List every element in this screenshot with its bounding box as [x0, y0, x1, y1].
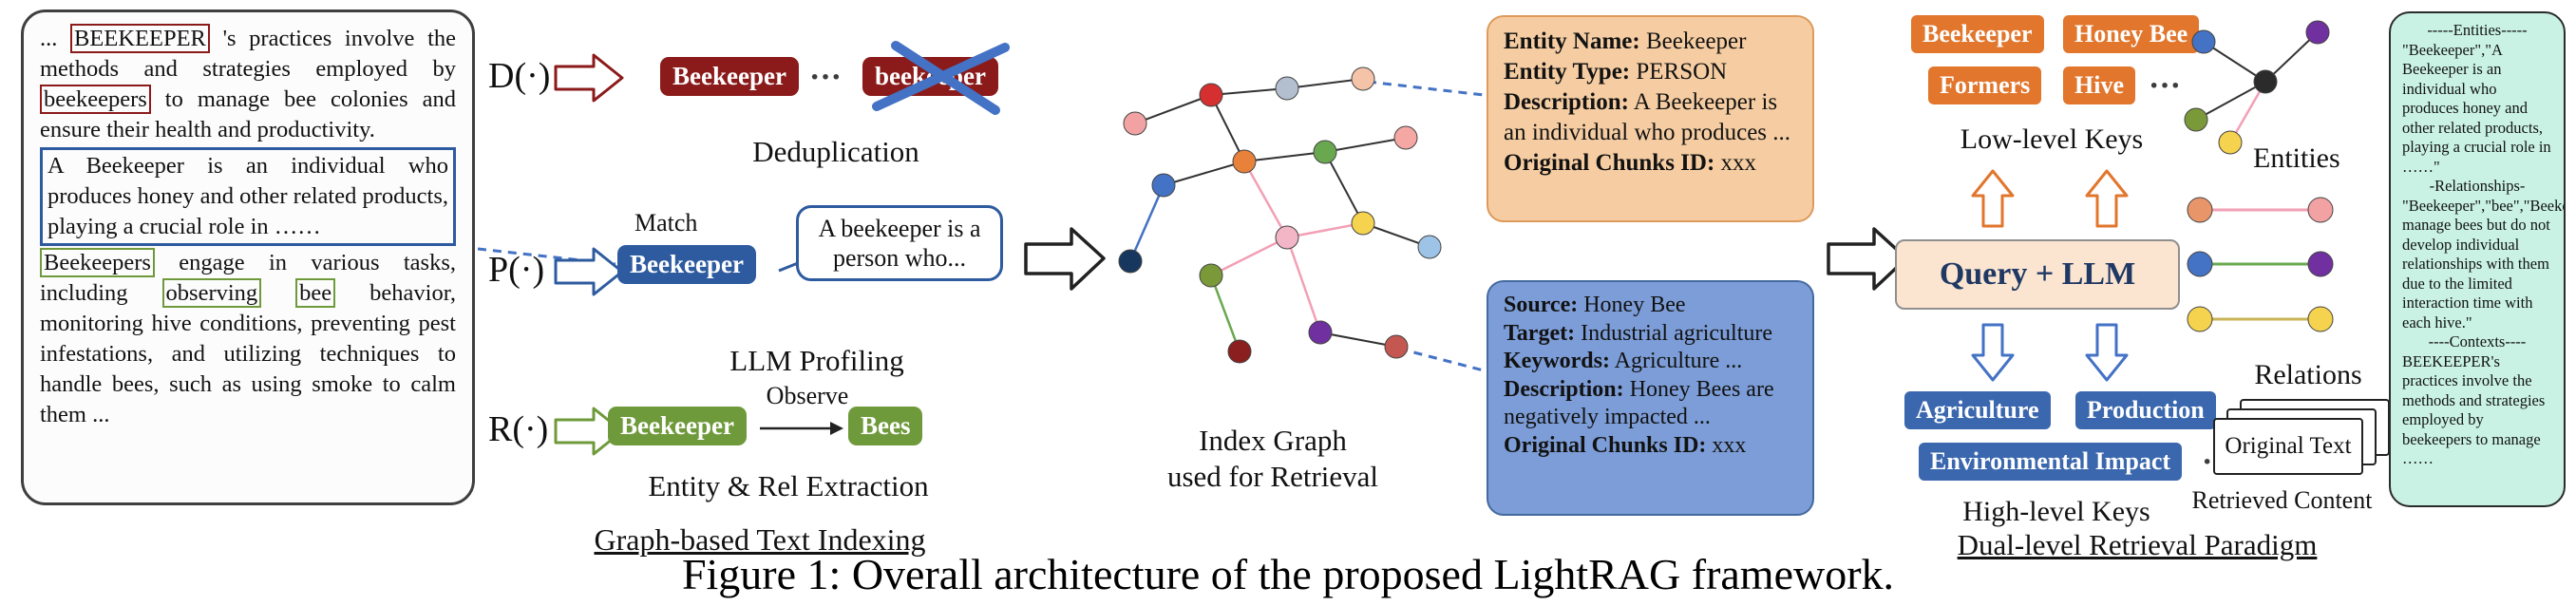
- panel-text: to manage bee colonies and ensure their …: [40, 86, 456, 142]
- profile-arrow-icon: [554, 247, 624, 296]
- profile-operator-symbol: P(·): [488, 250, 545, 290]
- low-level-key-badge: Hive: [2063, 66, 2135, 104]
- extract-object-badge: Bees: [848, 407, 923, 445]
- graph-nodes: [1118, 66, 1442, 364]
- low-level-key-badge: Beekeeper: [1911, 15, 2044, 53]
- ellipsis-dots: ···: [2149, 68, 2182, 104]
- retrieved-content-label: Retrieved Content: [2191, 486, 2373, 514]
- relationships-text: "Beekeeper","bee","Beekeepers manage bee…: [2402, 196, 2564, 331]
- profile-sentence-highlight: A Beekeeper is an individual who produce…: [40, 147, 456, 246]
- relations-label: Relations: [2254, 359, 2362, 390]
- relations-dumbbells: [2187, 197, 2334, 332]
- up-arrow-icon: [1971, 169, 2015, 228]
- dedup-operator-symbol: D(·): [488, 56, 551, 96]
- figure-caption: Figure 1: Overall architecture of the pr…: [681, 550, 1895, 598]
- cross-out-icon: [872, 41, 1010, 115]
- relation-card: Source: Honey Bee Target: Industrial agr…: [1487, 280, 1814, 516]
- relation-card-row: Description: Honey Bees are negatively i…: [1504, 376, 1774, 430]
- flow-arrow-icon: [1827, 227, 1908, 291]
- entities-text: "Beekeeper","A Beekeeper is an individua…: [2402, 40, 2551, 176]
- relationships-header: -Relationships-: [2429, 177, 2526, 195]
- flow-arrow-icon: [1024, 227, 1106, 291]
- graph-indexing-section-label: Graph-based Text Indexing: [594, 522, 926, 557]
- panel-text: 's practices involve the methods and str…: [40, 26, 456, 82]
- low-level-keys-label: Low-level Keys: [1960, 123, 2144, 155]
- index-graph: [1118, 66, 1442, 364]
- dedup-entity-badge: Beekeeper: [660, 57, 799, 96]
- match-label: Match: [635, 209, 698, 237]
- entity-card-row: Entity Name: Beekeeper: [1504, 28, 1747, 54]
- relation-mention-highlight: observing: [161, 278, 262, 308]
- down-arrow-icon: [1971, 323, 2015, 382]
- relation-mention-highlight: Beekeepers: [40, 248, 155, 277]
- relation-card-row: Target: Industrial agriculture: [1504, 320, 1773, 346]
- entity-card-row: Description: A Beekeeper is an individua…: [1504, 89, 1791, 145]
- relation-card-row: Keywords: Agriculture ...: [1504, 349, 1743, 373]
- extract-operator-symbol: R(·): [488, 409, 549, 449]
- ellipsis-dots: ···: [809, 60, 843, 95]
- stacked-pages: Original Text: [2213, 399, 2394, 483]
- dedup-arrow-icon: [554, 53, 624, 103]
- relation-card-row: Original Chunks ID: xxx: [1504, 432, 1747, 458]
- entities-header: -----Entities-----: [2427, 21, 2528, 39]
- profile-description-bubble: A beekeeper is a person who...: [796, 205, 1003, 281]
- entities-label: Entities: [2253, 142, 2340, 174]
- entity-rel-extraction-label: Entity & Rel Extraction: [648, 469, 929, 502]
- contexts-header: ----Contexts----: [2428, 332, 2527, 350]
- extract-arrow-icon: [554, 407, 624, 456]
- relation-edge-arrow-icon: [760, 422, 843, 435]
- relation-card-row: Source: Honey Bee: [1504, 293, 1686, 317]
- index-graph-label-line1: Index Graph: [1199, 424, 1347, 457]
- entity-mention-highlight: BEEKEEPER: [70, 24, 210, 53]
- entity-card-row: Original Chunks ID: xxx: [1504, 150, 1757, 176]
- panel-text: behavior, monitoring hive conditions, pr…: [40, 280, 457, 427]
- llm-profiling-label: LLM Profiling: [729, 344, 904, 377]
- profile-entity-badge: Beekeeper: [617, 245, 756, 284]
- entity-mention-highlight: beekeepers: [40, 85, 151, 114]
- panel-text: engage in various tasks, including: [40, 250, 456, 306]
- high-level-key-badge: Production: [2075, 391, 2216, 429]
- dual-level-retrieval-section-label: Dual-level Retrieval Paradigm: [1957, 528, 2318, 561]
- low-level-key-badge: Formers: [1928, 66, 2042, 104]
- index-graph-label-line2: used for Retrieval: [1166, 460, 1379, 493]
- source-text-panel: ... BEEKEEPER 's practices involve the m…: [21, 9, 475, 505]
- query-llm-box: Query + LLM: [1895, 239, 2180, 310]
- contexts-text: BEEKEEPER's practices involve the method…: [2402, 351, 2546, 468]
- deduplication-label: Deduplication: [752, 135, 919, 168]
- relation-edge-label: Observe: [766, 382, 849, 409]
- extract-entity-badge: Beekeeper: [608, 407, 747, 445]
- high-level-key-badge: Agriculture: [1904, 391, 2051, 429]
- high-level-key-badge: Environmental Impact: [1919, 443, 2183, 481]
- high-level-keys-label: High-level Keys: [1962, 496, 2150, 527]
- panel-text: [261, 280, 295, 306]
- entities-mini-graph: [2184, 20, 2330, 155]
- panel-text: ...: [40, 26, 71, 51]
- entity-card-row: Entity Type: PERSON: [1504, 59, 1728, 85]
- down-arrow-icon: [2085, 323, 2129, 382]
- low-level-key-badge: Honey Bee: [2063, 15, 2200, 53]
- graph-edges: [1128, 78, 1430, 352]
- up-arrow-icon: [2085, 169, 2129, 228]
- entity-card: Entity Name: Beekeeper Entity Type: PERS…: [1487, 15, 1814, 222]
- relation-mention-highlight: bee: [295, 278, 336, 308]
- page-front: Original Text: [2213, 418, 2363, 475]
- retrieval-output-box: -----Entities----- "Beekeeper","A Beekee…: [2389, 11, 2566, 507]
